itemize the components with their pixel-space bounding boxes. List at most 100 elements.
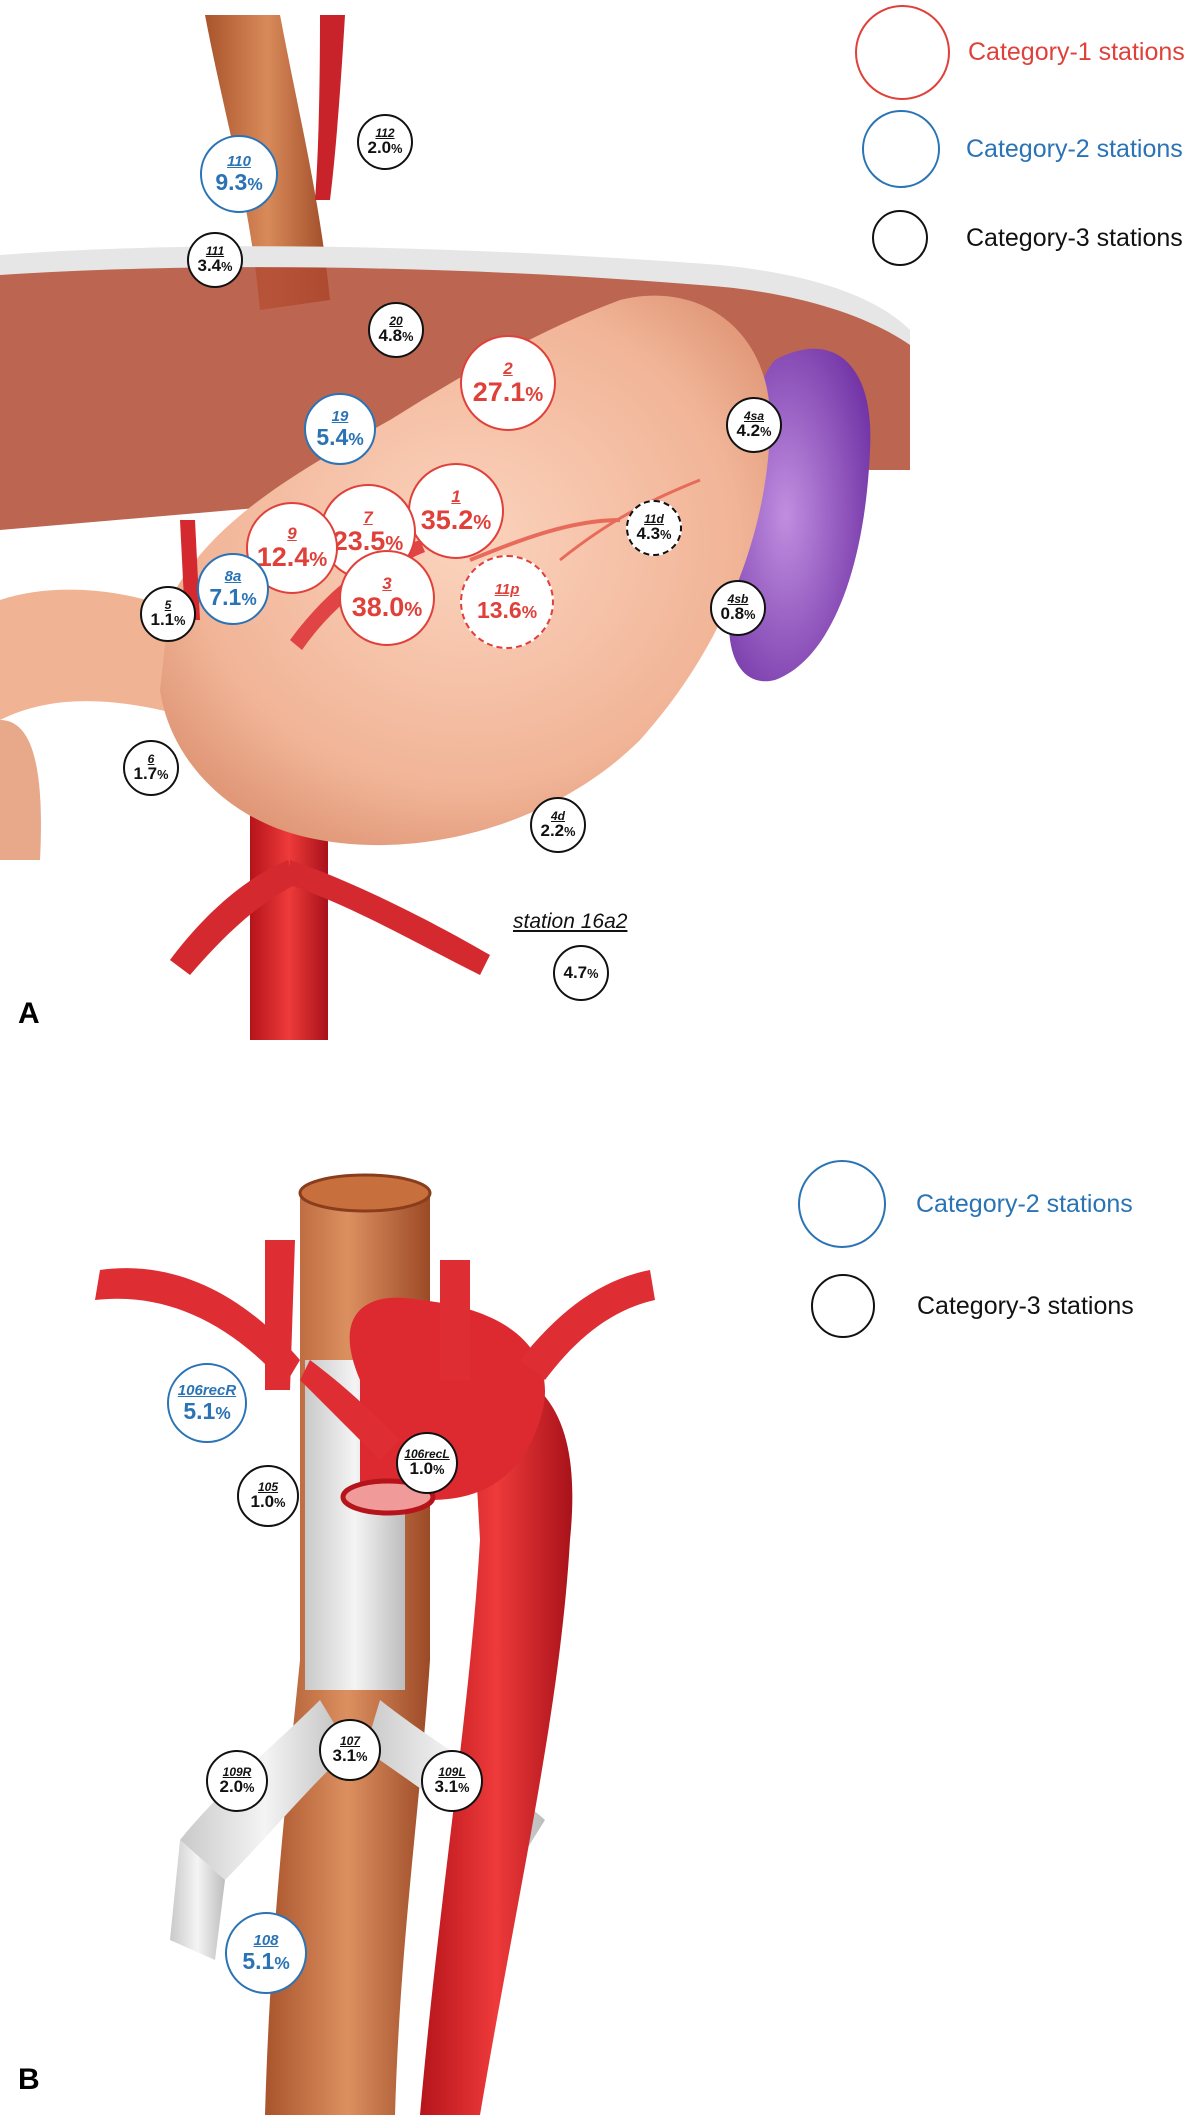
station-percent: 4.2%: [736, 421, 772, 441]
legend-b-category-2: Category-2 stations: [798, 1160, 1133, 1248]
station-percent: 2.2%: [540, 821, 576, 841]
panel-letter-b: B: [18, 2063, 40, 2096]
station-107: 107 3.1%: [319, 1719, 381, 1781]
station-108: 108 5.1%: [225, 1912, 307, 1994]
station-11p: 11p 13.6%: [460, 555, 554, 649]
station-id: 112: [375, 125, 395, 140]
station-id: 105: [257, 1479, 279, 1494]
descending-aorta-shape: [420, 1360, 573, 2115]
station-percent: 5.4%: [316, 423, 364, 450]
station-id: 110: [227, 153, 251, 171]
legend-label-category-3: Category-3 stations: [966, 223, 1183, 252]
legend-b-circle-category-3: [811, 1274, 875, 1338]
station-id: 106recL: [404, 1446, 450, 1461]
station-percent: 5.1%: [242, 1947, 290, 1974]
legend-b-label-category-3: Category-3 stations: [917, 1291, 1134, 1320]
panel-b-thoracic-stations: Category-2 stations Category-3 stations …: [0, 1060, 1200, 2115]
station-16a2-caption: station 16a2: [513, 910, 628, 933]
station-109L: 109L 3.1%: [421, 1750, 483, 1812]
legend-label-category-2: Category-2 stations: [966, 134, 1183, 163]
diaphragm-membrane-shape: [0, 246, 910, 345]
station-id: 107: [339, 1733, 361, 1748]
station-percent: 23.5%: [332, 525, 404, 556]
station-percent: 3.1%: [332, 1746, 368, 1766]
station-percent: 3.4%: [197, 256, 233, 276]
renal-artery-right-shape: [290, 860, 490, 975]
legend-circle-category-1: [855, 5, 950, 100]
legend-category-3: Category-3 stations: [872, 210, 1183, 266]
station-5: 5 1.1%: [140, 586, 196, 642]
station-percent: 9.3%: [215, 168, 263, 195]
station-16a2: 4.7%: [553, 945, 609, 1001]
brachiocephalic-artery-shape: [300, 1360, 400, 1460]
station-4sa: 4sa 4.2%: [726, 397, 782, 453]
station-112: 112 2.0%: [357, 114, 413, 170]
legend-category-1: Category-1 stations: [855, 5, 1185, 100]
thoracic-anatomy-illustration: [95, 1173, 655, 2115]
panel-a-abdominal-stations: Category-1 stations Category-2 stations …: [0, 0, 1200, 1040]
station-id: 4sa: [743, 408, 765, 423]
station-id: 106recR: [177, 1382, 237, 1400]
esophagus-top-shape: [298, 1173, 432, 1213]
duodenum-loop-shape: [0, 720, 41, 860]
renal-artery-left-shape: [170, 860, 295, 975]
station-id: 11p: [494, 581, 520, 599]
station-id: 109R: [222, 1764, 252, 1779]
station-109R: 109R 2.0%: [206, 1750, 268, 1812]
panel-letter-a: A: [18, 997, 40, 1030]
station-3: 3 38.0%: [339, 550, 435, 646]
station-percent: 5.1%: [183, 1397, 231, 1424]
station-id: 8a: [224, 568, 242, 586]
station-percent: 0.8%: [720, 604, 756, 624]
station-id: 4sb: [727, 591, 749, 606]
station-id: 5: [164, 597, 172, 612]
station-8a: 8a 7.1%: [197, 553, 269, 625]
station-id: 111: [205, 243, 225, 258]
station-19: 19 5.4%: [304, 393, 376, 465]
legend-b-circle-category-2: [798, 1160, 886, 1248]
station-id: 4d: [550, 808, 565, 823]
station-percent: 35.2%: [420, 504, 492, 535]
station-id: 109L: [438, 1764, 466, 1779]
station-percent: 12.4%: [256, 541, 328, 572]
station-1: 1 35.2%: [408, 463, 504, 559]
station-percent: 4.3%: [636, 524, 672, 544]
station-percent: 2.0%: [219, 1777, 255, 1797]
stomach-shape: [160, 295, 770, 846]
station-106recL: 106recL 1.0%: [396, 1432, 458, 1494]
station-percent: 38.0%: [351, 591, 423, 622]
legend-b-category-3: Category-3 stations: [811, 1274, 1134, 1338]
station-id: 3: [382, 573, 392, 593]
station-percent: 2.0%: [367, 138, 403, 158]
legend-circle-category-3: [872, 210, 928, 266]
station-111: 111 3.4%: [187, 232, 243, 288]
legend-label-category-1: Category-1 stations: [968, 38, 1185, 66]
station-id: 108: [253, 1932, 279, 1950]
station-20: 20 4.8%: [368, 302, 424, 358]
station-percent: 1.1%: [150, 610, 186, 630]
station-percent: 7.1%: [209, 583, 257, 610]
station-4d: 4d 2.2%: [530, 797, 586, 853]
station-id: 20: [389, 313, 403, 328]
station-110: 110 9.3%: [200, 135, 278, 213]
right-carotid-artery-shape: [265, 1240, 295, 1390]
station-percent: 13.6%: [476, 596, 538, 623]
legend-b-label-category-2: Category-2 stations: [916, 1189, 1133, 1218]
station-id: 7: [363, 507, 373, 527]
legend-circle-category-2: [862, 110, 940, 188]
upper-aorta-shape: [315, 15, 345, 200]
station-percent: 27.1%: [472, 376, 544, 407]
station-percent: 3.1%: [434, 1777, 470, 1797]
station-2: 2 27.1%: [460, 335, 556, 431]
right-lower-bronchus-shape: [170, 1840, 225, 1960]
station-percent: 1.7%: [133, 764, 169, 784]
station-percent: 1.0%: [250, 1492, 286, 1512]
station-percent: 4.7%: [563, 963, 599, 983]
left-carotid-artery-shape: [440, 1260, 470, 1380]
station-105: 105 1.0%: [237, 1465, 299, 1527]
station-11d: 11d 4.3%: [626, 500, 682, 556]
legend-category-2: Category-2 stations: [862, 110, 1183, 188]
station-id: 11d: [644, 511, 664, 526]
splenic-artery-shape: [469, 518, 621, 562]
station-percent: 4.8%: [378, 326, 414, 346]
